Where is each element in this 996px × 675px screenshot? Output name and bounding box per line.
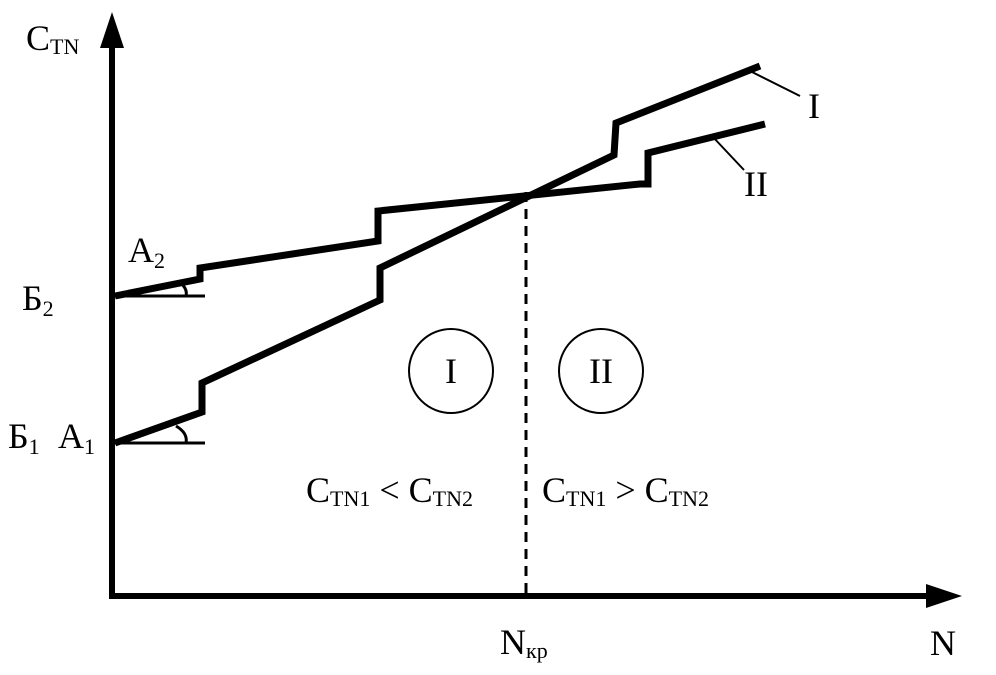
angle-arc-a2 <box>177 279 188 297</box>
region-II-condition: CTN1 > CTN2 <box>542 470 709 511</box>
point-label-a1-main: A <box>58 416 84 456</box>
angle-arc-a1 <box>175 424 188 444</box>
line-I <box>113 62 762 447</box>
region-I-label: I <box>445 351 457 391</box>
critical-n-label-main: N <box>500 622 526 662</box>
y-axis-label: CTN <box>26 18 80 59</box>
y-axis-label-main: C <box>26 18 51 58</box>
region-I-cond-left: C <box>306 470 331 510</box>
leader-line-II <box>711 135 745 171</box>
region-I-cond-op: < <box>379 470 400 510</box>
line-I-label: I <box>808 86 820 126</box>
region-II-cond-left-sub: TN1 <box>566 486 607 511</box>
critical-n-label: Nкр <box>500 622 548 663</box>
point-label-a1: A1 <box>58 416 95 458</box>
region-I-cond-left-sub: TN1 <box>330 486 371 511</box>
x-axis-arrowhead <box>926 584 962 608</box>
point-label-a1-sub: 1 <box>84 434 95 459</box>
point-label-b2-sub: 2 <box>42 296 54 321</box>
line-II <box>114 120 766 300</box>
region-II-cond-right-sub: TN2 <box>668 486 709 511</box>
x-axis-label: N <box>930 623 956 663</box>
point-label-b1-sub: 1 <box>28 434 40 459</box>
region-I-circle: I <box>408 328 494 414</box>
y-axis-label-sub: TN <box>50 34 80 59</box>
point-label-a2-main: A <box>128 230 154 270</box>
y-axis-arrowhead <box>100 12 124 48</box>
region-II-cond-right: C <box>644 470 669 510</box>
region-I-condition: CTN1 < CTN2 <box>306 470 473 511</box>
point-label-b1: Б1 <box>8 416 40 458</box>
region-I-cond-right: C <box>408 470 433 510</box>
point-label-b2: Б2 <box>22 278 54 320</box>
point-label-b1-main: Б <box>8 416 29 456</box>
region-I-cond-right-sub: TN2 <box>432 486 473 511</box>
line-II-label: II <box>744 164 768 204</box>
region-II-cond-left: C <box>542 470 567 510</box>
point-label-b2-main: Б <box>22 278 43 318</box>
critical-n-label-sub: кр <box>526 638 548 663</box>
point-label-a2-sub: 2 <box>154 248 165 273</box>
region-II-cond-op: > <box>615 470 636 510</box>
point-label-a2: A2 <box>128 230 165 272</box>
region-II-label: II <box>589 351 613 391</box>
region-II-circle: II <box>558 328 644 414</box>
leader-line-I <box>751 71 801 97</box>
